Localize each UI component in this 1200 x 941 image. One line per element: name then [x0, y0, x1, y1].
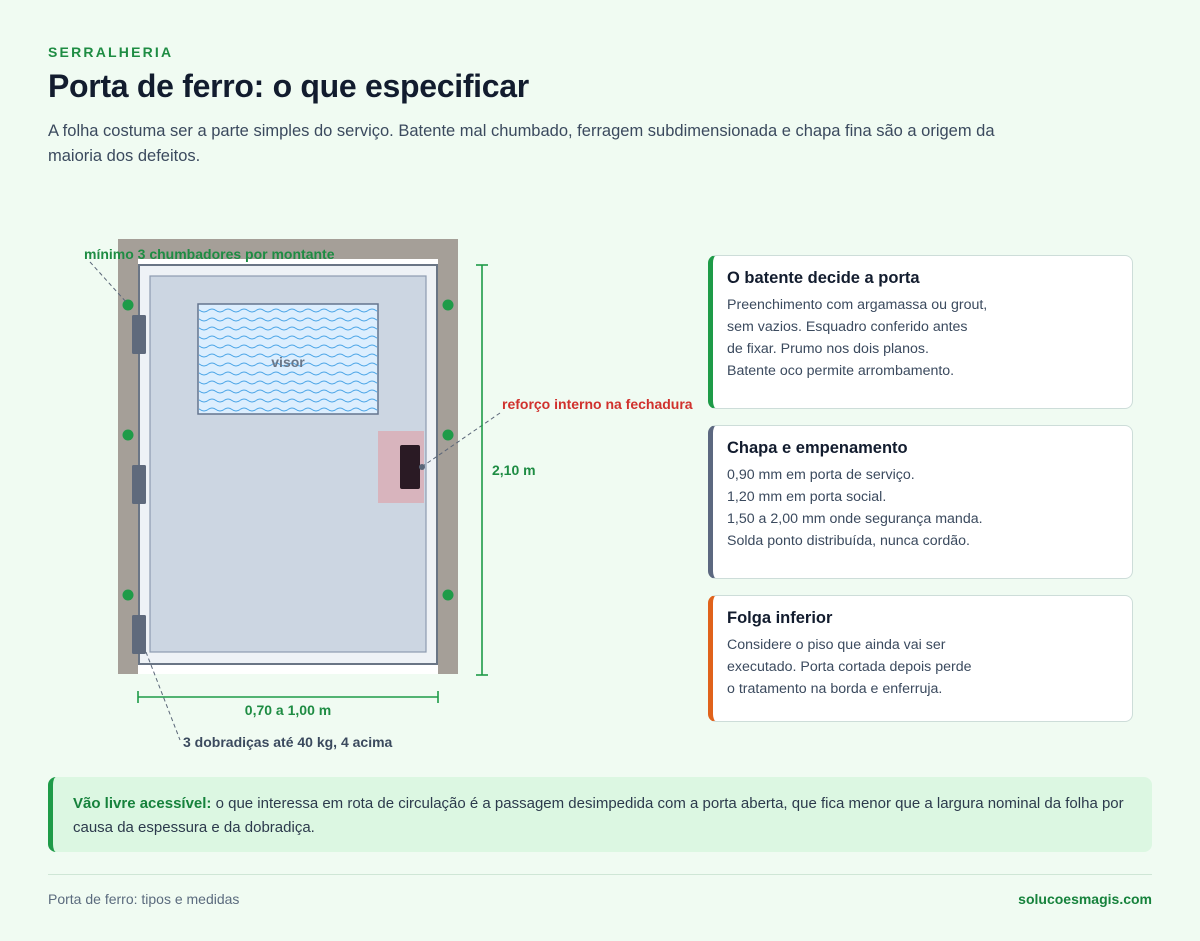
- card-chapa: Chapa e empenamento 0,90 mm em porta de …: [708, 425, 1133, 579]
- hinges-label: 3 dobradiças até 40 kg, 4 acima: [183, 734, 393, 750]
- leader-dot: [419, 464, 425, 470]
- width-label: 0,70 a 1,00 m: [245, 702, 331, 718]
- page-intro: A folha costuma ser a parte simples do s…: [48, 122, 995, 165]
- leader-reinforcement: [422, 412, 501, 467]
- card-line: Solda ponto distribuída, nunca cordão.: [727, 533, 970, 549]
- footer-title: Porta de ferro: tipos e medidas: [48, 891, 240, 907]
- card-line: de fixar. Prumo nos dois planos.: [727, 341, 929, 357]
- card-title: Chapa e empenamento: [727, 439, 908, 457]
- accessibility-callout: Vão livre acessível: o que interessa em …: [48, 777, 1152, 852]
- hinge: [132, 465, 146, 504]
- anchor-point: [442, 589, 454, 601]
- eyebrow: SERRALHERIA: [48, 44, 174, 60]
- leader-anchors: [89, 261, 128, 304]
- visor-label: visor: [271, 354, 305, 370]
- hinge: [132, 315, 146, 354]
- callout-text: o que interessa em rota de circulação é …: [73, 795, 1124, 836]
- leader-hinges: [145, 651, 181, 741]
- card-line: 1,50 a 2,00 mm onde segurança manda.: [727, 511, 983, 527]
- card-title: Folga inferior: [727, 609, 833, 627]
- card-line: 0,90 mm em porta de serviço.: [727, 467, 915, 483]
- hinge: [132, 615, 146, 654]
- reinforcement-label: reforço interno na fechadura: [502, 396, 693, 412]
- card-line: executado. Porta cortada depois perde: [727, 659, 972, 675]
- anchor-point: [122, 589, 134, 601]
- footer-site-link[interactable]: solucoesmagis.com: [1018, 891, 1152, 907]
- height-label: 2,10 m: [492, 462, 536, 478]
- lock-handle: [400, 445, 420, 489]
- card-folga: Folga inferior Considere o piso que aind…: [708, 595, 1133, 722]
- card-line: o tratamento na borda e enferruja.: [727, 681, 943, 697]
- anchor-point: [442, 429, 454, 441]
- anchors-label: mínimo 3 chumbadores por montante: [84, 246, 335, 262]
- anchor-point: [122, 429, 134, 441]
- card-line: sem vazios. Esquadro conferido antes: [727, 319, 968, 335]
- page-title: Porta de ferro: o que especificar: [48, 68, 529, 104]
- card-line: 1,20 mm em porta social.: [727, 489, 887, 505]
- callout-lead: Vão livre acessível:: [73, 795, 212, 812]
- anchor-point: [442, 299, 454, 311]
- card-line: Batente oco permite arrombamento.: [727, 363, 955, 379]
- visor-pattern: [199, 305, 377, 413]
- card-batente: O batente decide a porta Preenchimento c…: [708, 255, 1133, 409]
- card-title: O batente decide a porta: [727, 269, 920, 287]
- anchor-point: [122, 299, 134, 311]
- footer-divider: [48, 874, 1152, 875]
- card-line: Preenchimento com argamassa ou grout,: [727, 297, 988, 313]
- card-line: Considere o piso que ainda vai ser: [727, 637, 946, 653]
